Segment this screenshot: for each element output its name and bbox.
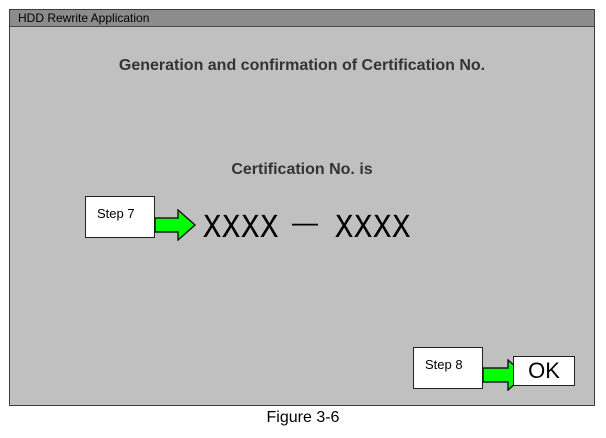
certification-code-part2: XXXX bbox=[335, 210, 412, 245]
step-8-label: Step 8 bbox=[425, 357, 463, 372]
step-7-arrow-icon bbox=[154, 209, 196, 241]
title-bar: HDD Rewrite Application bbox=[10, 10, 594, 27]
step-7-label: Step 7 bbox=[97, 206, 135, 221]
step-8-callout: Step 8 bbox=[413, 347, 483, 389]
dialog-heading: Generation and confirmation of Certifica… bbox=[118, 57, 486, 74]
ok-button[interactable]: OK bbox=[513, 356, 575, 386]
window-title: HDD Rewrite Application bbox=[18, 11, 150, 25]
certification-code-part1: XXXX bbox=[203, 210, 280, 245]
certification-label: Certification No. is bbox=[231, 161, 373, 178]
application-window: HDD Rewrite Application Generation and c… bbox=[9, 9, 595, 406]
step-7-callout: Step 7 bbox=[85, 196, 155, 238]
figure-caption: Figure 3-6 bbox=[266, 409, 340, 426]
certification-code-separator: — bbox=[292, 207, 318, 237]
